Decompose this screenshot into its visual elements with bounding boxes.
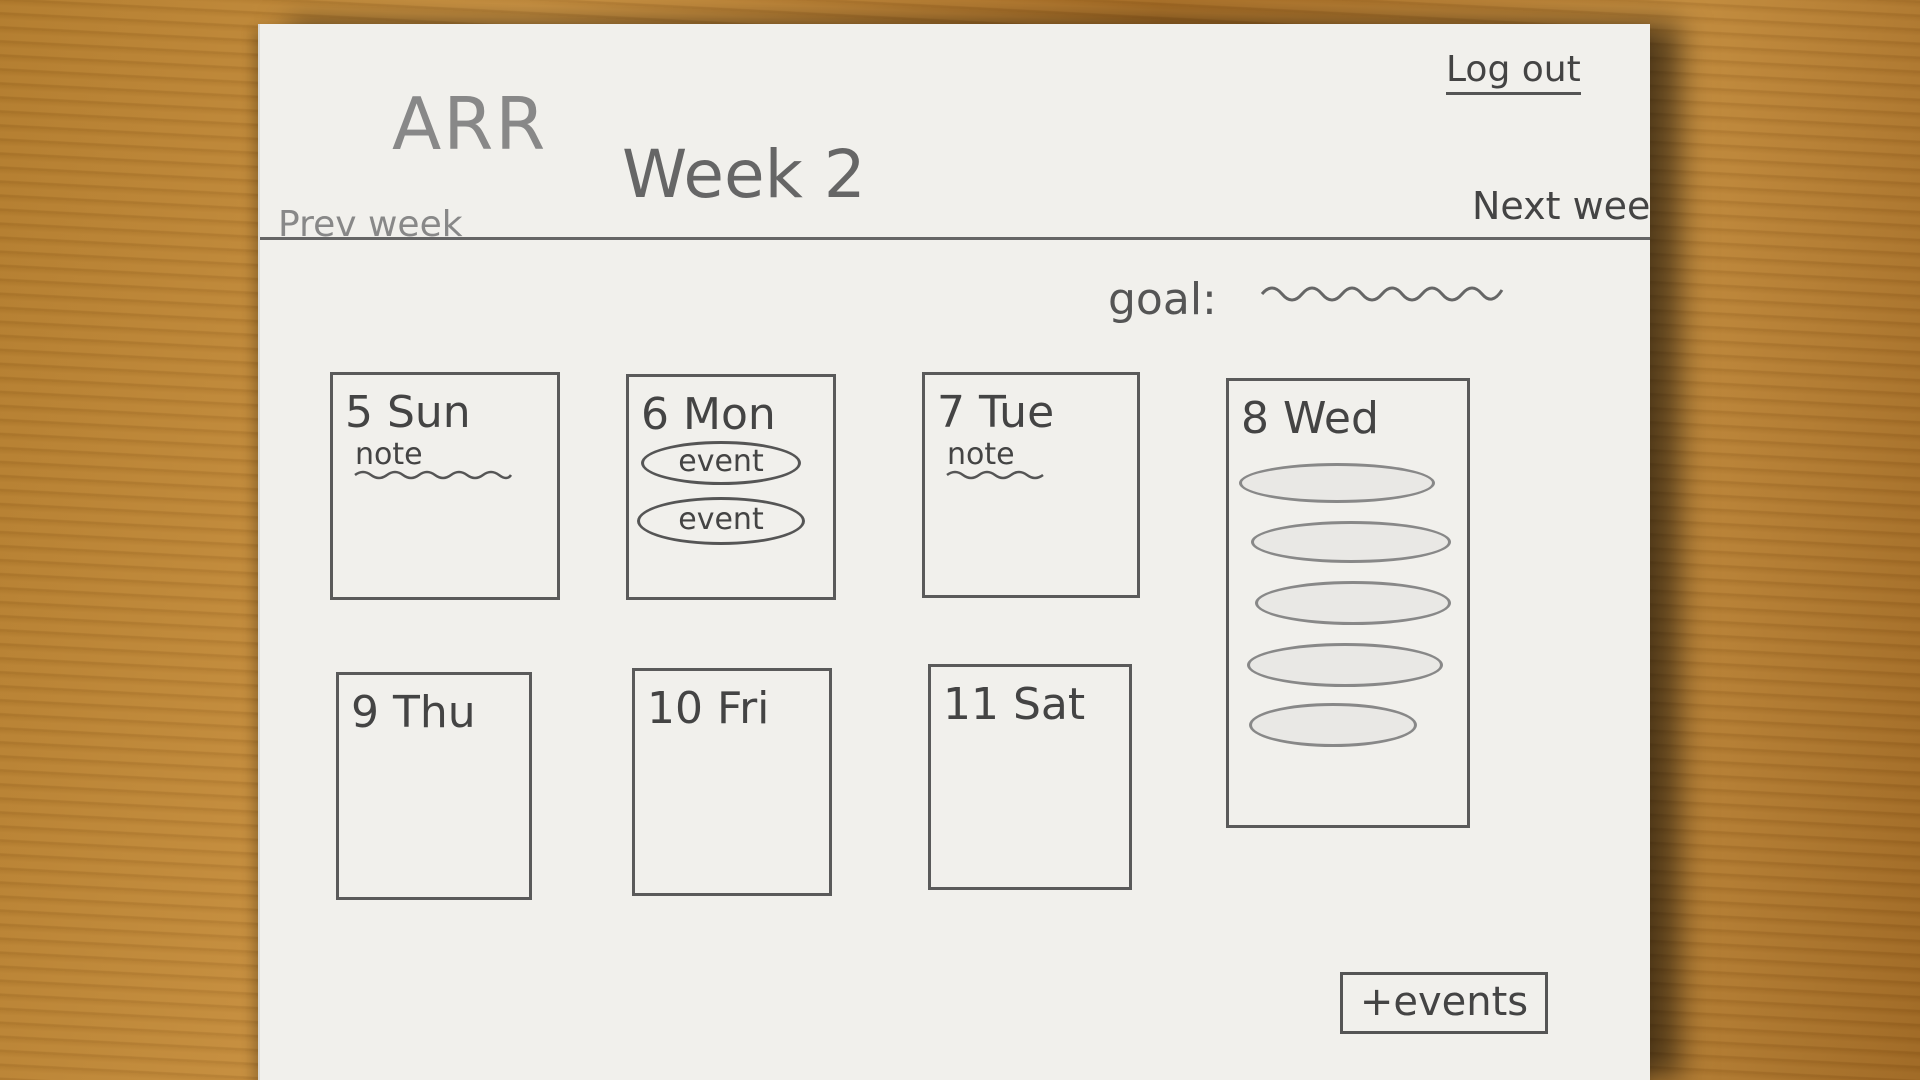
day-label: 7 Tue — [937, 387, 1055, 438]
event-pill[interactable] — [1255, 581, 1451, 625]
event-pill[interactable]: event — [637, 497, 805, 545]
event-pill[interactable] — [1247, 643, 1443, 687]
app-logo: ARR — [392, 82, 548, 166]
day-card-fri[interactable]: 10 Fri — [632, 668, 832, 896]
note-squiggle — [946, 470, 1044, 480]
goal-squiggle — [1260, 286, 1504, 302]
day-label: 5 Sun — [345, 387, 471, 438]
day-label: 6 Mon — [641, 389, 776, 440]
day-label: 8 Wed — [1241, 393, 1379, 444]
add-events-button[interactable]: +events — [1340, 972, 1548, 1034]
day-card-sat[interactable]: 11 Sat — [928, 664, 1132, 890]
paper-sketch: ARR Week 2 Log out Prev week Next week g… — [258, 24, 1650, 1080]
day-label: 10 Fri — [647, 683, 770, 734]
event-pill[interactable] — [1239, 463, 1435, 503]
day-card-wed[interactable]: 8 Wed — [1226, 378, 1470, 828]
note-squiggle — [354, 470, 513, 480]
note-text: note — [947, 437, 1015, 472]
day-label: 9 Thu — [351, 687, 476, 738]
goal-label: goal: — [1108, 274, 1217, 325]
day-card-mon[interactable]: 6 Mon event event — [626, 374, 836, 600]
next-week-link[interactable]: Next week — [1472, 184, 1650, 228]
day-card-thu[interactable]: 9 Thu — [336, 672, 532, 900]
day-card-tue[interactable]: 7 Tue note — [922, 372, 1140, 598]
header-divider — [260, 237, 1650, 240]
logout-link[interactable]: Log out — [1446, 49, 1581, 95]
event-pill[interactable] — [1249, 703, 1417, 747]
day-card-sun[interactable]: 5 Sun note — [330, 372, 560, 600]
note-text: note — [355, 437, 423, 472]
event-pill[interactable]: event — [641, 441, 801, 485]
day-label: 11 Sat — [943, 679, 1086, 730]
page-title: Week 2 — [622, 136, 866, 213]
event-pill[interactable] — [1251, 521, 1451, 563]
